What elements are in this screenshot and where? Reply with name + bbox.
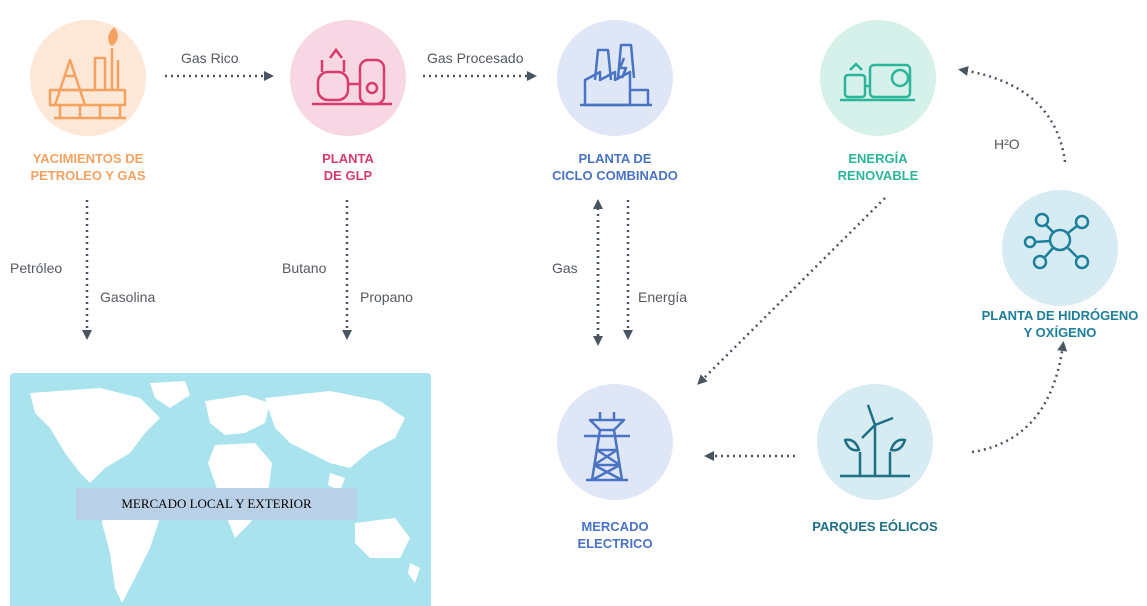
arrow-eolicos-to-hidrogeno [971,341,1068,454]
parques-eolicos-label: PARQUES EÓLICOS [812,519,938,534]
oil-rig-icon [48,27,127,120]
transmission-tower-icon [584,412,630,482]
flow-energia: Energía [638,289,688,305]
flow-propano: Propano [360,289,413,305]
planta-glp-label: PLANTA DE GLP [322,151,374,183]
turbine-generator-icon [840,62,915,102]
yacimientos-label: YACIMIENTOS DE PETROLEO Y GAS [30,151,146,183]
flow-gasolina: Gasolina [100,289,156,305]
energia-renovable-label: ENERGÍA RENOVABLE [837,151,919,183]
flow-h2o: H²O [994,136,1020,152]
flow-butano: Butano [282,260,327,276]
mercado-electrico-label: MERCADO ELECTRICO [577,519,653,551]
yacimientos-circle [30,20,146,136]
power-plant-icon [580,43,652,107]
wind-turbine-icon [840,404,910,478]
energia-renovable-circle [820,20,936,136]
flow-gas-procesado: Gas Procesado [427,50,524,66]
flow-petroleo: Petróleo [10,260,63,276]
ciclo-combinado-label: PLANTA DE CICLO COMBINADO [552,151,678,183]
gas-plant-icon [312,47,392,106]
arrow-renovable-to-mercado [697,197,886,385]
hidrogeno-circle [1002,190,1118,306]
flow-gas-rico: Gas Rico [181,50,239,66]
molecule-icon [1023,212,1090,270]
hidrogeno-label: PLANTA DE HIDRÓGENO Y OXÍGENO [981,308,1139,340]
map-banner: MERCADO LOCAL Y EXTERIOR [76,488,357,520]
flow-gas: Gas [552,260,578,276]
